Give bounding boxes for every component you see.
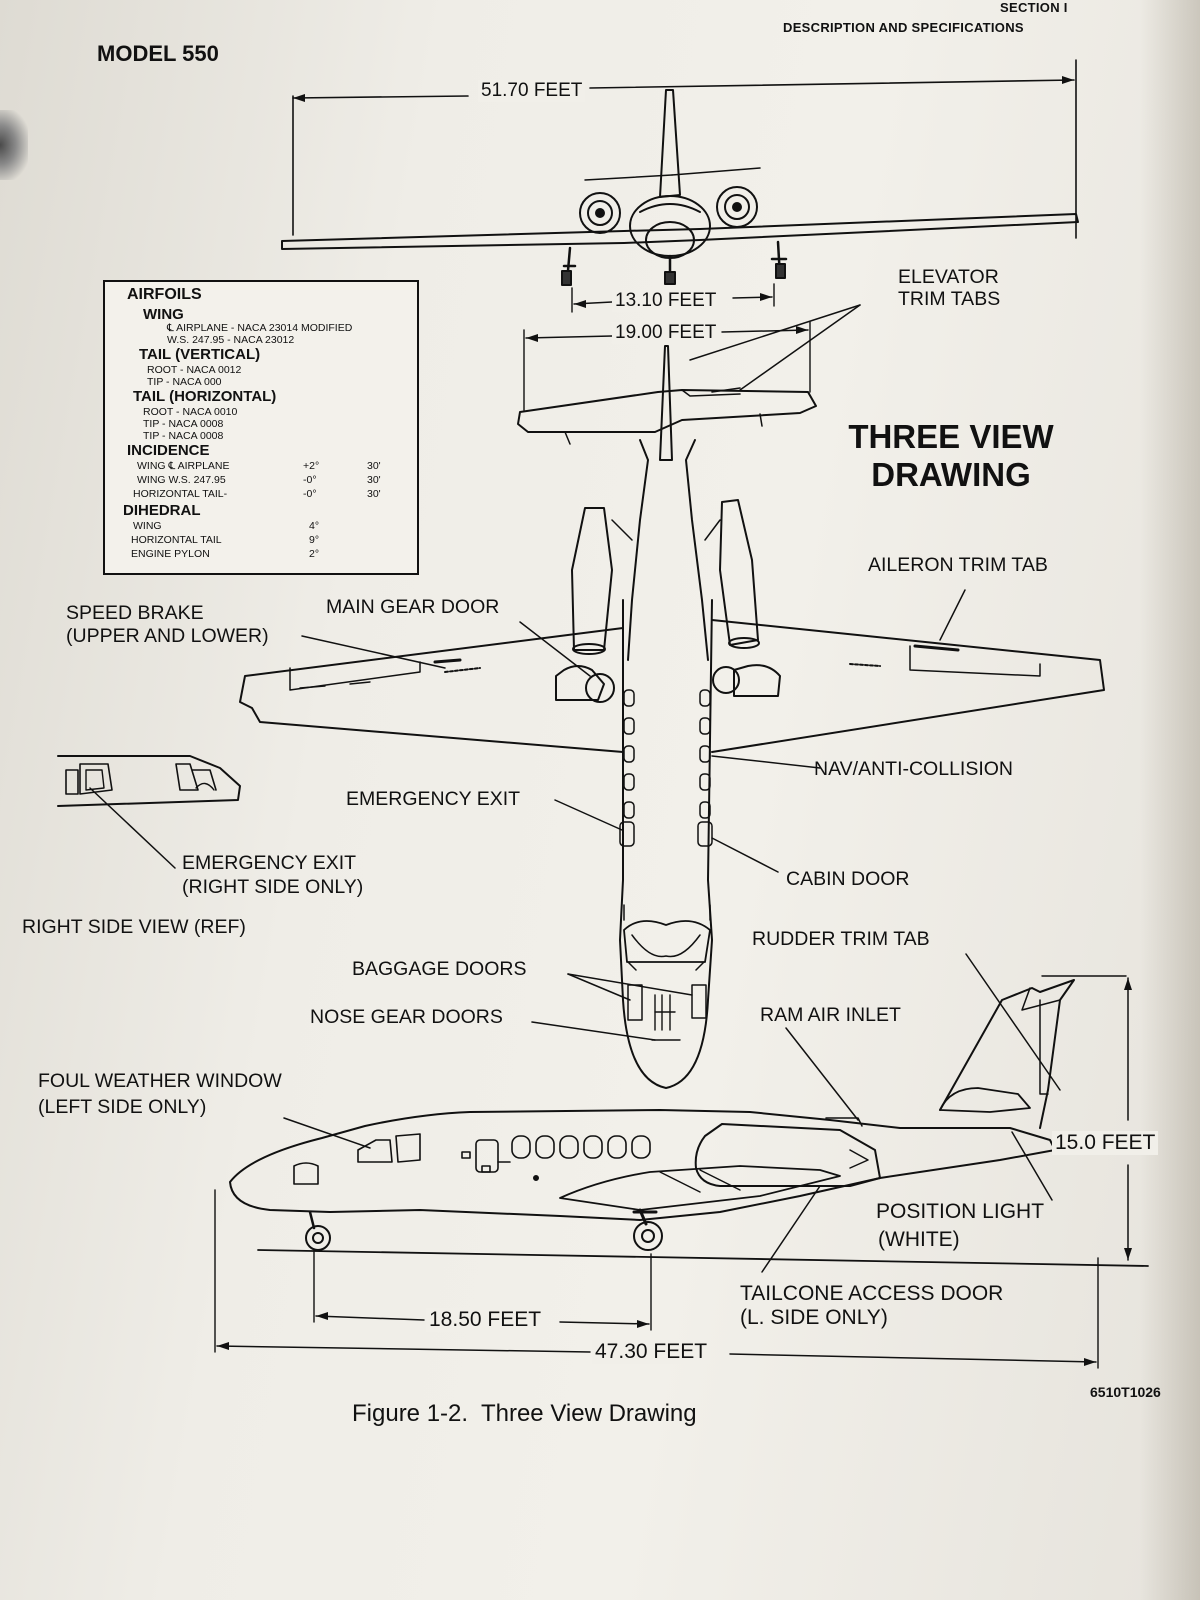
binder-ring-shadow <box>0 110 28 180</box>
label-trim-tabs: TRIM TABS <box>898 288 1001 310</box>
label-ram-air-inlet: RAM AIR INLET <box>760 1004 901 1026</box>
airfoils-wing-line: ℄ AIRPLANE - NACA 23014 MODIFIED <box>167 322 353 334</box>
airfoils-dihedral-heading: DIHEDRAL <box>123 502 201 519</box>
incidence-deg: +2° <box>303 460 320 472</box>
incidence-deg: -0° <box>303 474 317 486</box>
label-tailcone-access-door: TAILCONE ACCESS DOOR <box>740 1282 1004 1305</box>
label-baggage-doors: BAGGAGE DOORS <box>352 958 527 980</box>
airfoils-title: AIRFOILS <box>127 286 202 303</box>
incidence-min: 30' <box>367 460 381 472</box>
airfoils-vtail-heading: TAIL (VERTICAL) <box>139 346 261 363</box>
incidence-label: HORIZONTAL TAIL- <box>133 488 228 500</box>
section-number: SECTION I <box>1000 0 1068 15</box>
dim-height: 15.0 FEET <box>1052 1131 1159 1155</box>
label-aileron-trim-tab: AILERON TRIM TAB <box>868 554 1048 576</box>
drawing-code: 6510T1026 <box>1090 1384 1161 1400</box>
airfoils-wing-heading: WING <box>143 306 184 323</box>
label-emergency-exit: EMERGENCY EXIT <box>346 788 521 810</box>
drawing-title-line2: DRAWING <box>871 456 1031 493</box>
airfoils-vtail-line: TIP - NACA 000 <box>147 376 222 388</box>
label-nose-gear-doors: NOSE GEAR DOORS <box>310 1006 503 1028</box>
dim-wheelbase: 18.50 FEET <box>426 1308 545 1332</box>
label-main-gear-door: MAIN GEAR DOOR <box>326 596 500 618</box>
dihedral-label: HORIZONTAL TAIL <box>131 534 222 546</box>
right-side-view <box>57 755 241 807</box>
incidence-min: 30' <box>367 474 381 486</box>
label-rudder-trim-tab: RUDDER TRIM TAB <box>752 928 930 950</box>
incidence-min: 30' <box>367 488 381 500</box>
label-elevator: ELEVATOR <box>898 266 999 288</box>
dihedral-label: ENGINE PYLON <box>131 548 210 560</box>
dihedral-label: WING <box>133 520 162 532</box>
airfoils-vtail-line: ROOT - NACA 0012 <box>147 364 242 376</box>
airfoils-htail-line: TIP - NACA 0008 <box>143 418 224 430</box>
label-tailcone-access-door-sub: (L. SIDE ONLY) <box>740 1306 888 1329</box>
airfoils-htail-line: TIP - NACA 0008 <box>143 430 224 442</box>
section-title: DESCRIPTION AND SPECIFICATIONS <box>783 20 1024 35</box>
dim-horizontal-tail-span: 19.00 FEET <box>612 322 720 344</box>
top-view <box>239 345 1105 1089</box>
leader-lines <box>89 304 1061 1273</box>
drawing-title-line1: THREE VIEW <box>848 418 1054 455</box>
label-position-light-sub: (WHITE) <box>878 1228 960 1251</box>
dihedral-deg: 2° <box>309 548 320 560</box>
airfoils-wing-line: W.S. 247.95 - NACA 23012 <box>167 334 295 346</box>
dim-main-gear-track: 13.10 FEET <box>612 290 720 312</box>
dihedral-deg: 4° <box>309 520 320 532</box>
label-emergency-exit-rs-sub: (RIGHT SIDE ONLY) <box>182 876 364 898</box>
dim-wing-span: 51.70 FEET <box>478 80 586 102</box>
incidence-deg: -0° <box>303 488 317 500</box>
label-right-side-view: RIGHT SIDE VIEW (REF) <box>22 916 246 938</box>
dihedral-deg: 9° <box>309 534 320 546</box>
incidence-label: WING W.S. 247.95 <box>137 474 226 486</box>
airfoils-htail-line: ROOT - NACA 0010 <box>143 406 238 418</box>
label-nav-anti-collision: NAV/ANTI-COLLISION <box>814 758 1014 780</box>
airfoils-htail-heading: TAIL (HORIZONTAL) <box>133 388 277 405</box>
label-speed-brake-sub: (UPPER AND LOWER) <box>66 625 269 647</box>
label-foul-weather-window: FOUL WEATHER WINDOW <box>38 1070 282 1092</box>
front-view <box>281 59 1079 286</box>
model-title: MODEL 550 <box>97 41 219 66</box>
dim-length: 47.30 FEET <box>592 1340 711 1364</box>
label-emergency-exit-rs: EMERGENCY EXIT <box>182 852 357 874</box>
figure-caption: Figure 1-2. Three View Drawing <box>352 1400 697 1427</box>
label-position-light: POSITION LIGHT <box>876 1200 1045 1223</box>
airfoils-table: AIRFOILS WING ℄ AIRPLANE - NACA 23014 MO… <box>103 280 419 575</box>
label-speed-brake: SPEED BRAKE <box>66 602 204 624</box>
incidence-label: WING ℄ AIRPLANE <box>137 460 230 472</box>
airfoils-incidence-heading: INCIDENCE <box>127 442 210 459</box>
label-foul-weather-window-sub: (LEFT SIDE ONLY) <box>38 1096 207 1118</box>
side-view <box>229 975 1149 1267</box>
page-curl-shadow <box>1140 0 1200 1600</box>
label-cabin-door: CABIN DOOR <box>786 868 910 890</box>
